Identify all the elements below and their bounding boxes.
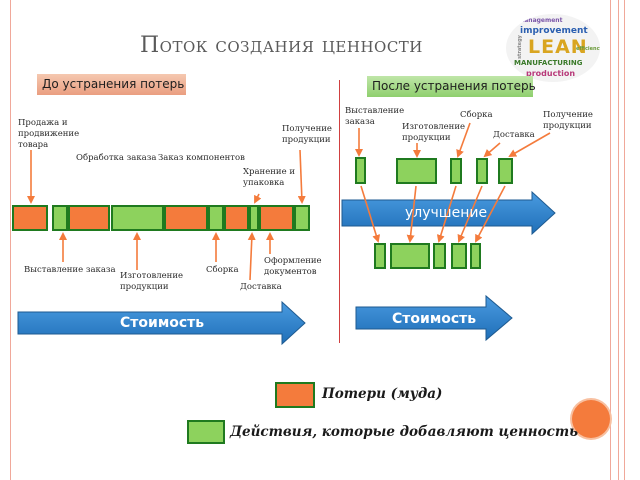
- label-manufacturing-before: Изготовление продукции: [120, 271, 184, 292]
- legend-value-label: Действия, которые добавляют ценность: [230, 424, 579, 440]
- legend-waste-swatch: [275, 382, 315, 408]
- after-block-receipt: [498, 158, 513, 184]
- tag-before: До устранения потерь: [37, 74, 186, 95]
- lean-word-cloud-logo: management improvement LEAN MANUFACTURIN…: [506, 14, 600, 82]
- label-assembly-after: Сборка: [460, 110, 493, 120]
- wc-word-production: production: [526, 69, 576, 78]
- label-order-placement-after: Выставление заказа: [345, 106, 405, 127]
- improvement-label: улучшение: [405, 205, 488, 221]
- wc-word-management: management: [518, 17, 563, 24]
- after-result-block: [451, 243, 467, 269]
- decor-line-left: [10, 0, 11, 480]
- section-divider: [339, 80, 340, 343]
- label-delivery-before: Доставка: [240, 282, 282, 292]
- wc-word-strategy: strategy: [516, 35, 523, 59]
- label-receipt-after: Получение продукции: [543, 110, 593, 131]
- wc-word-efficiency: efficiency: [576, 46, 600, 52]
- label-order-placement-before: Выставление заказа: [24, 265, 116, 275]
- legend-value-swatch: [187, 420, 225, 444]
- before-segment-value: [208, 205, 224, 231]
- before-segment-value: [294, 205, 310, 231]
- label-receipt-before: Получение продукции: [282, 124, 332, 145]
- after-block-assembly: [450, 158, 462, 184]
- decor-line-right-1: [610, 0, 611, 480]
- after-result-block: [374, 243, 386, 269]
- label-documents: Оформление документов: [264, 256, 322, 277]
- after-result-block: [470, 243, 481, 269]
- after-block-manufacturing: [396, 158, 437, 184]
- after-result-block: [433, 243, 446, 269]
- after-block-order: [355, 157, 366, 184]
- decor-circle: [572, 400, 610, 438]
- wc-word-improvement: improvement: [520, 26, 588, 36]
- before-segment-waste: [12, 205, 48, 231]
- label-assembly-before: Сборка: [206, 265, 239, 275]
- before-segment-waste: [68, 205, 110, 231]
- tag-after: После устранения потерь: [367, 76, 536, 97]
- label-sales: Продажа и продвижение товара: [18, 118, 80, 150]
- label-manufacturing-after: Изготовление продукции: [402, 122, 466, 143]
- before-segment-waste: [224, 205, 249, 231]
- page-title: Поток создания ценности: [140, 33, 423, 58]
- wc-word-lean: LEAN: [528, 36, 588, 58]
- wc-word-manufacturing: MANUFACTURING: [514, 59, 583, 67]
- before-segment-value: [111, 205, 164, 231]
- after-result-block: [390, 243, 430, 269]
- decor-line-right-2: [618, 0, 619, 480]
- before-segment-waste: [259, 205, 294, 231]
- cost-label-left: Стоимость: [120, 315, 205, 331]
- label-delivery-after: Доставка: [493, 130, 535, 140]
- before-segment-value: [52, 205, 68, 231]
- label-order-processing: Обработка заказа: [76, 153, 157, 163]
- legend-waste-label: Потери (муда): [322, 386, 443, 402]
- label-component-order: Заказ компонентов: [158, 153, 245, 163]
- label-storage: Хранение и упаковка: [243, 167, 295, 188]
- before-segment-waste: [164, 205, 208, 231]
- after-block-delivery: [476, 158, 488, 184]
- decor-line-right-3: [624, 0, 625, 480]
- before-segment-value: [249, 205, 259, 231]
- cost-label-right: Стоимость: [392, 311, 477, 327]
